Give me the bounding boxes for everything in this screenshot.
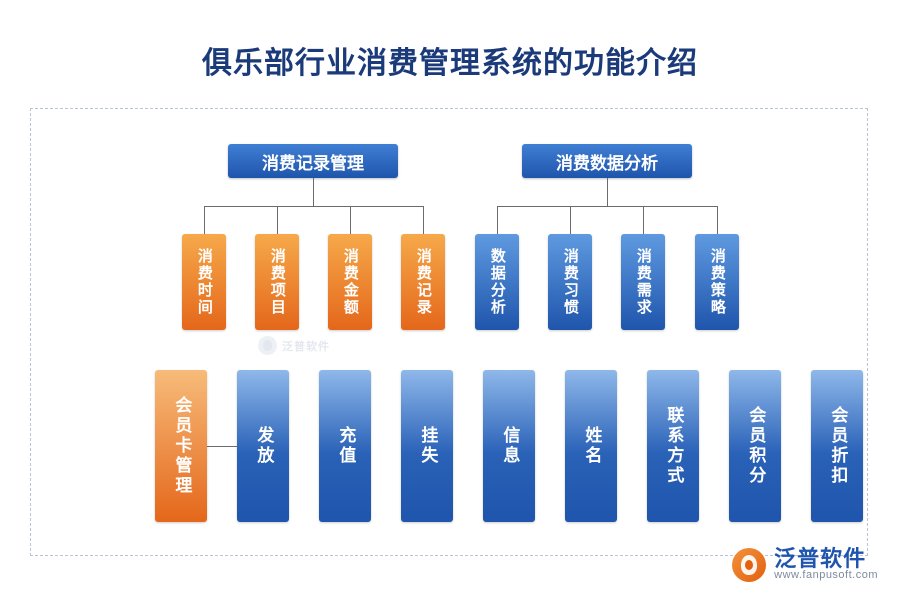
- bar-issue[interactable]: 发放: [237, 370, 289, 522]
- connector-right-drop-2: [570, 206, 571, 234]
- chip-consumption-amount[interactable]: 消费金额: [328, 234, 372, 330]
- chip-consumption-time[interactable]: 消费时间: [182, 234, 226, 330]
- bar-report-loss[interactable]: 挂失: [401, 370, 453, 522]
- bar-recharge[interactable]: 充值: [319, 370, 371, 522]
- bar-information[interactable]: 信息: [483, 370, 535, 522]
- header-box-consumption-record[interactable]: 消费记录管理: [228, 144, 398, 178]
- watermark-center: 泛普软件: [258, 336, 330, 355]
- connector-left-drop-4: [423, 206, 424, 234]
- watermark-text: 泛普软件: [282, 340, 330, 353]
- connector-right-drop-4: [717, 206, 718, 234]
- brand-logo: 泛普软件 www.fanpusoft.com: [732, 547, 878, 582]
- brand-name-en: www.fanpusoft.com: [774, 569, 878, 582]
- brand-name-cn: 泛普软件: [774, 546, 867, 572]
- chip-consumption-strategy[interactable]: 消费策略: [695, 234, 739, 330]
- connector-left-drop-2: [277, 206, 278, 234]
- connector-right-drop-1: [497, 206, 498, 234]
- page-title: 俱乐部行业消费管理系统的功能介绍: [202, 47, 698, 80]
- diagram-panel: [30, 108, 868, 556]
- watermark-logo-icon: [258, 336, 277, 355]
- connector-left-drop-3: [350, 206, 351, 234]
- fanpu-globe-icon: [732, 547, 767, 582]
- chip-consumption-demand[interactable]: 消费需求: [621, 234, 665, 330]
- connector-right-stem: [607, 178, 608, 206]
- connector-left-bus: [204, 206, 423, 207]
- bar-contact[interactable]: 联系方式: [647, 370, 699, 522]
- header-box-consumption-analysis[interactable]: 消费数据分析: [522, 144, 692, 178]
- chip-consumption-habit[interactable]: 消费习惯: [548, 234, 592, 330]
- connector-bottom-link: [207, 446, 237, 447]
- bar-name[interactable]: 姓名: [565, 370, 617, 522]
- connector-right-bus: [497, 206, 717, 207]
- bar-member-card-management[interactable]: 会员卡管理: [155, 370, 207, 522]
- bar-member-points[interactable]: 会员积分: [729, 370, 781, 522]
- chip-consumption-item[interactable]: 消费项目: [255, 234, 299, 330]
- connector-left-stem: [313, 178, 314, 206]
- bar-member-discount[interactable]: 会员折扣: [811, 370, 863, 522]
- chip-consumption-record[interactable]: 消费记录: [401, 234, 445, 330]
- connector-left-drop-1: [204, 206, 205, 234]
- chip-data-analysis[interactable]: 数据分析: [475, 234, 519, 330]
- brand-text: 泛普软件 www.fanpusoft.com: [774, 547, 878, 582]
- connector-right-drop-3: [643, 206, 644, 234]
